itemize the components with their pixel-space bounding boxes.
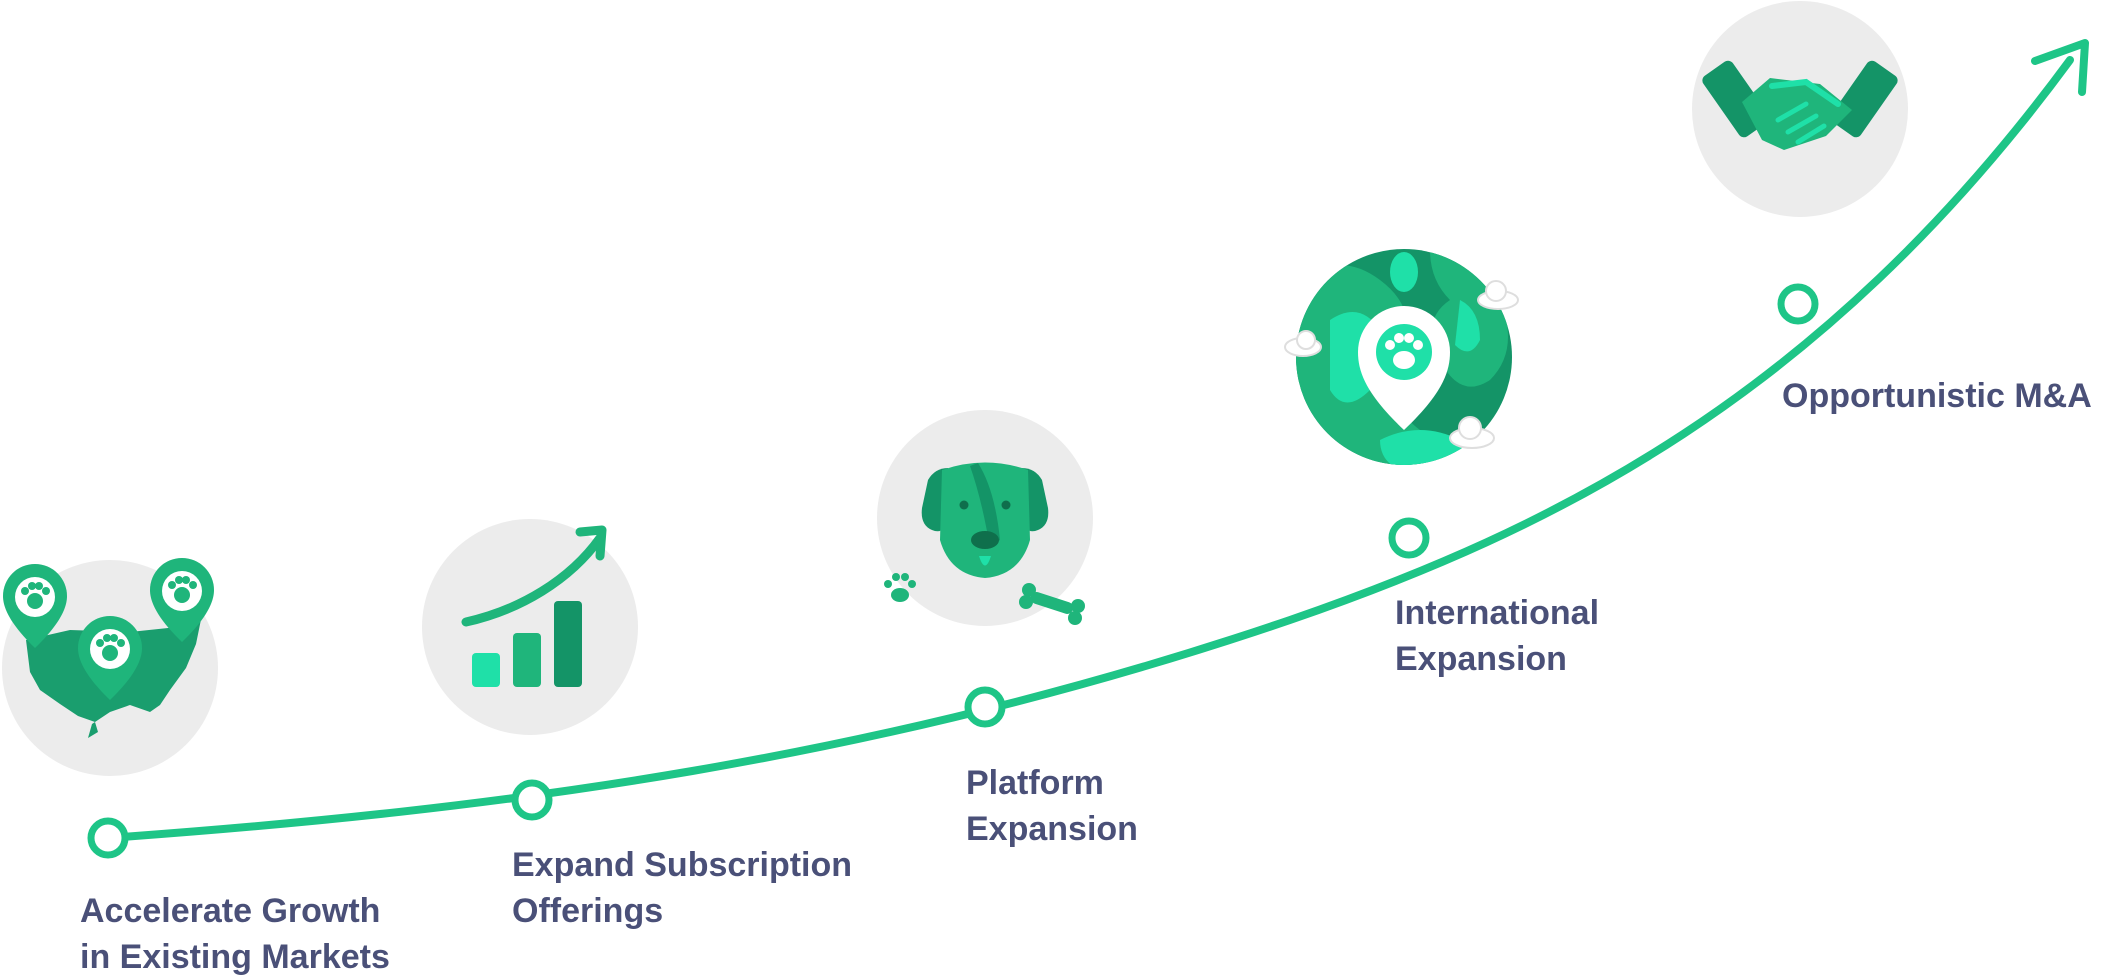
milestone-label-line: International — [1395, 594, 1600, 632]
milestone-label-mna: Opportunistic M&A — [1782, 373, 2092, 419]
milestone-label-line: Expansion — [1395, 640, 1567, 678]
milestone-label-line: Platform — [966, 764, 1104, 802]
milestone-label-subscription: Expand Subscription Offerings — [512, 842, 852, 934]
us-map-paw-pins-icon — [2, 558, 218, 776]
growth-curve — [104, 56, 2074, 842]
milestone-label-line: Offerings — [512, 892, 664, 930]
milestone-label-line: Accelerate Growth — [80, 892, 381, 930]
handshake-icon — [1692, 1, 1908, 217]
cloud-icon — [1284, 330, 1322, 357]
dog-bone-icon — [1019, 583, 1085, 625]
milestone-label-line: Expansion — [966, 810, 1138, 848]
milestone-node-platform — [964, 686, 1006, 728]
milestone-label-line: Opportunistic M&A — [1782, 377, 2092, 415]
milestone-label-platform: Platform Expansion — [966, 760, 1138, 852]
milestone-label-accelerate: Accelerate Growth in Existing Markets — [80, 888, 390, 980]
cloud-icon — [1449, 416, 1495, 449]
cloud-icon — [1477, 280, 1519, 310]
dog-face-icon — [877, 410, 1093, 626]
milestone-label-line: in Existing Markets — [80, 938, 390, 976]
growth-arrowhead — [2031, 39, 2089, 96]
globe-paw-pin-icon — [1296, 249, 1512, 465]
milestone-node-accelerate — [87, 817, 129, 859]
milestone-node-subscription — [511, 779, 553, 821]
milestone-label-line: Expand Subscription — [512, 846, 853, 884]
growth-bar-chart-icon — [422, 519, 638, 735]
milestone-label-international: International Expansion — [1395, 590, 1599, 682]
milestone-node-international — [1388, 517, 1430, 559]
small-paw-print-icon — [884, 573, 916, 602]
milestone-node-mna — [1777, 283, 1819, 325]
